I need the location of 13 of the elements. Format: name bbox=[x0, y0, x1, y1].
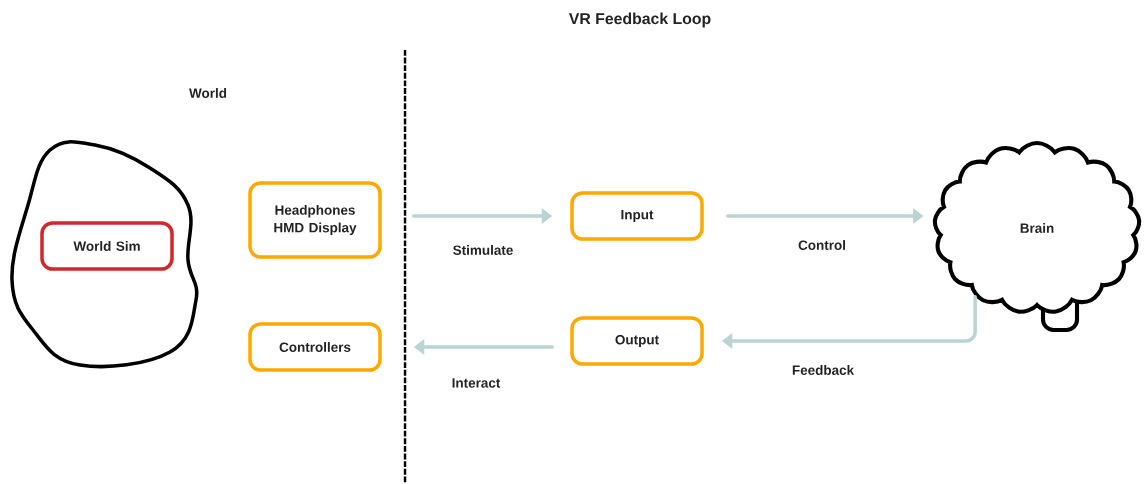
process-box: Output bbox=[570, 316, 704, 366]
process-box: World Sim bbox=[40, 221, 174, 271]
process-box: Controllers bbox=[248, 322, 382, 372]
process-box: Input bbox=[570, 191, 704, 241]
edge-label: Stimulate bbox=[451, 243, 515, 257]
edge-label: Control bbox=[796, 238, 848, 252]
brain-drawing: Brain bbox=[932, 140, 1142, 333]
edge-label: Feedback bbox=[790, 363, 856, 377]
heading: World bbox=[189, 88, 227, 98]
node-label: Brain bbox=[1020, 223, 1054, 233]
process-box: Headphones HMD Display bbox=[248, 181, 382, 259]
edge-label: Interact bbox=[450, 377, 502, 389]
title: VR Feedback Loop bbox=[568, 12, 711, 28]
